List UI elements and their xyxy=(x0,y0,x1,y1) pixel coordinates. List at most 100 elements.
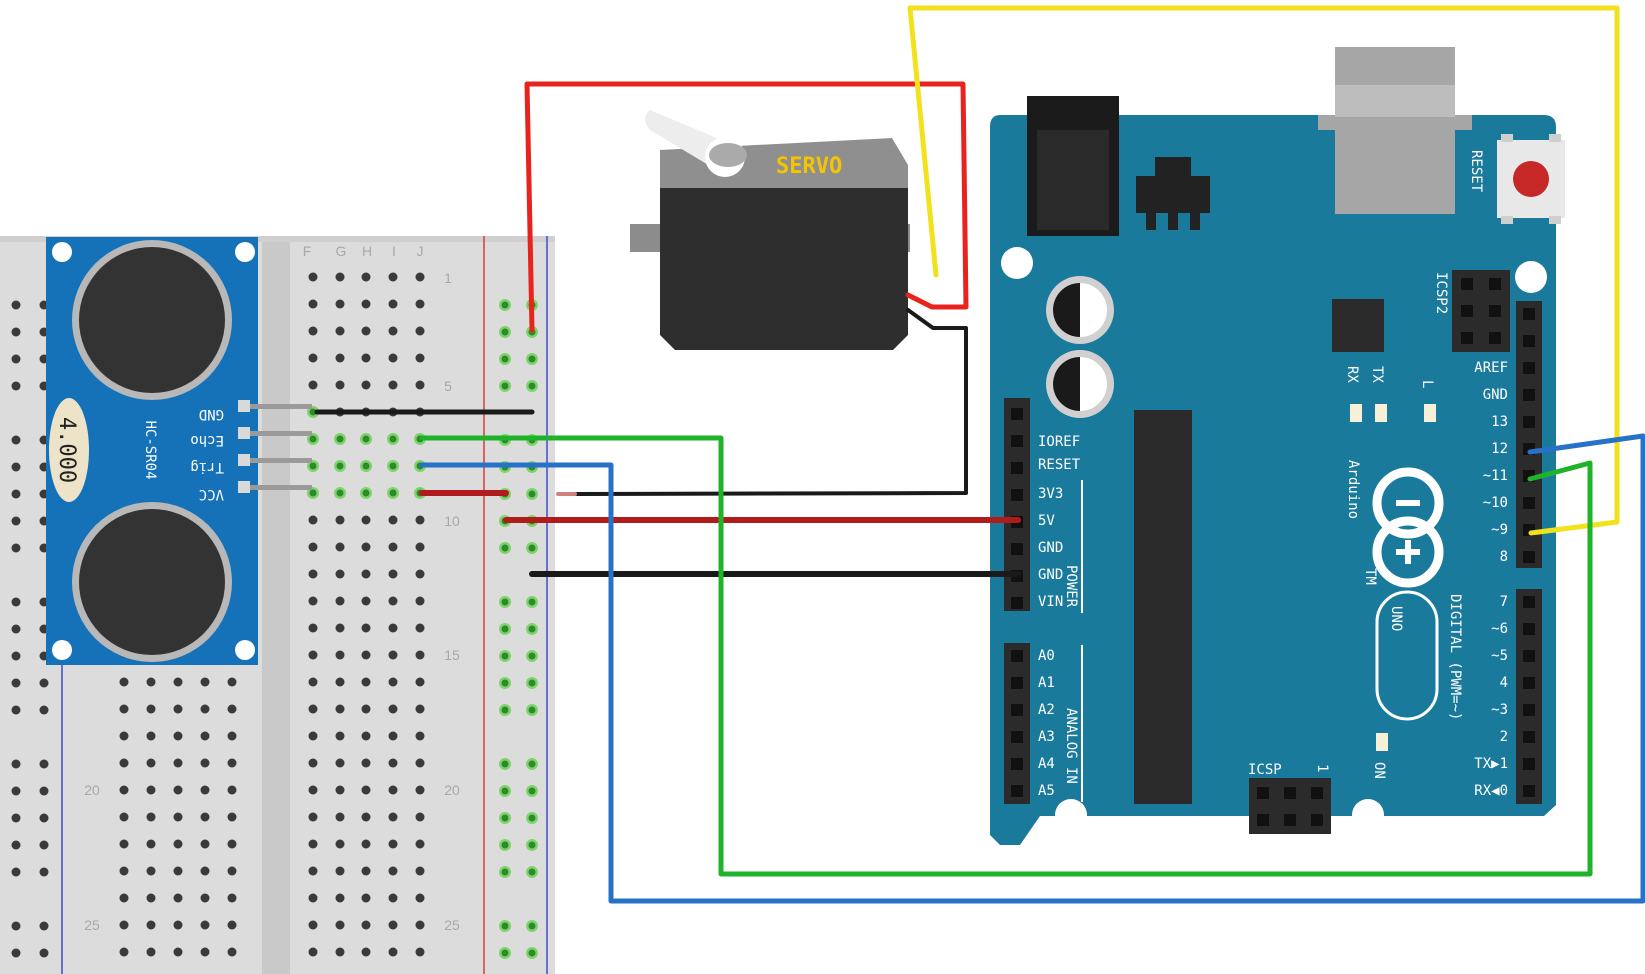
breadboard-hole-center xyxy=(528,598,536,606)
breadboard-hole xyxy=(361,677,371,687)
breadboard-hole-center xyxy=(528,679,536,687)
breadboard-hole-center xyxy=(528,760,536,768)
breadboard-hole xyxy=(308,812,318,822)
header-pin xyxy=(1011,677,1023,689)
breadboard-hole xyxy=(227,920,237,930)
pin-label-2: 2 xyxy=(1500,729,1508,745)
breadboard-hole xyxy=(361,650,371,660)
breadboard-hole xyxy=(415,623,425,633)
reset-label: RESET xyxy=(1468,150,1484,193)
wire-black-servo-ground xyxy=(573,308,968,496)
breadboard-hole-center xyxy=(501,355,509,363)
breadboard-hole xyxy=(119,785,129,795)
breadboard-hole xyxy=(361,758,371,768)
breadboard-hole xyxy=(173,920,183,930)
breadboard-hole-center xyxy=(528,544,536,552)
breadboard-hole xyxy=(308,272,318,282)
pin-label-7: 7 xyxy=(1500,594,1508,610)
breadboard-hole xyxy=(308,353,318,363)
led-tx xyxy=(1375,404,1387,422)
breadboard-hole xyxy=(200,758,210,768)
breadboard-hole xyxy=(361,893,371,903)
header-pin xyxy=(1523,308,1535,320)
breadboard-hole xyxy=(200,866,210,876)
breadboard-hole xyxy=(308,623,318,633)
breadboard-hole-center xyxy=(501,328,509,336)
breadboard-hole-center xyxy=(528,355,536,363)
usb-port xyxy=(1335,47,1455,214)
breadboard-hole-center xyxy=(336,462,344,470)
breadboard-hole xyxy=(173,812,183,822)
servo-motor: SERVO xyxy=(630,110,910,350)
breadboard-hole xyxy=(415,326,425,336)
breadboard-hole xyxy=(200,812,210,822)
breadboard-hole xyxy=(200,920,210,930)
analog-header xyxy=(1004,643,1030,804)
breadboard-hole xyxy=(308,650,318,660)
breadboard-hole xyxy=(335,731,345,741)
row-number: 1 xyxy=(444,270,452,286)
breadboard-hole-center xyxy=(528,814,536,822)
header-pin xyxy=(1011,462,1023,474)
breadboard-hole xyxy=(308,380,318,390)
breadboard-hole xyxy=(335,839,345,849)
breadboard-hole xyxy=(308,569,318,579)
pin-label-11: ~11 xyxy=(1483,468,1508,484)
breadboard-hole-center xyxy=(389,489,397,497)
pin-label-gnd: GND xyxy=(1038,567,1063,583)
breadboard-hole-center xyxy=(501,652,509,660)
breadboard-hole-center xyxy=(501,625,509,633)
breadboard-hole xyxy=(335,542,345,552)
breadboard-hole xyxy=(119,812,129,822)
breadboard-hole xyxy=(415,866,425,876)
column-letter: I xyxy=(392,243,396,259)
breadboard-hole xyxy=(361,947,371,957)
breadboard-hole xyxy=(361,623,371,633)
analog-title: ANALOG IN xyxy=(1063,708,1079,784)
breadboard-hole xyxy=(146,947,156,957)
breadboard-hole xyxy=(415,893,425,903)
pin-label-vin: VIN xyxy=(1038,594,1063,610)
pin-label-a1: A1 xyxy=(1038,675,1055,691)
power-pin-labels: IOREF RESET 3V3 5V GND GND VIN POWER xyxy=(1038,434,1083,613)
breadboard-hole xyxy=(173,839,183,849)
l-label: L xyxy=(1419,380,1435,388)
breadboard-hole xyxy=(388,272,398,282)
breadboard-hole xyxy=(200,947,210,957)
led-l xyxy=(1424,404,1436,422)
breadboard-hole-center xyxy=(528,949,536,957)
breadboard-hole xyxy=(119,677,129,687)
row-numbers: 1 5 10 15 20 25 20 25 xyxy=(84,270,460,933)
breadboard-hole xyxy=(388,380,398,390)
pin-label-6: ~6 xyxy=(1491,621,1508,637)
header-pin xyxy=(1284,787,1296,799)
breadboard-hole xyxy=(11,759,21,769)
uno-badge xyxy=(1375,590,1439,721)
reset-button[interactable] xyxy=(1497,134,1565,224)
breadboard-hole xyxy=(173,731,183,741)
breadboard-hole xyxy=(119,839,129,849)
breadboard-hole xyxy=(11,300,21,310)
breadboard-hole xyxy=(415,542,425,552)
breadboard-hole-center xyxy=(309,408,317,416)
header-pin xyxy=(1523,335,1535,347)
header-pin xyxy=(1011,489,1023,501)
header-pin xyxy=(1523,650,1535,662)
breadboard-hole xyxy=(227,758,237,768)
mount-hole xyxy=(52,242,72,262)
board-hole xyxy=(1515,261,1547,293)
ultrasonic-sensor: 4.000 HC-SR04 GND Echo Trig VCC xyxy=(46,237,312,665)
breadboard-hole-center xyxy=(389,435,397,443)
breadboard-hole xyxy=(308,542,318,552)
breadboard-hole xyxy=(335,758,345,768)
breadboard-hole xyxy=(11,327,21,337)
breadboard-hole xyxy=(335,812,345,822)
breadboard-hole xyxy=(11,435,21,445)
breadboard-hole xyxy=(388,839,398,849)
pin-label-aref: AREF xyxy=(1474,360,1508,376)
sensor-model: HC-SR04 xyxy=(142,420,158,479)
sensor-pin-echo: Echo xyxy=(190,432,224,448)
breadboard-hole xyxy=(146,731,156,741)
breadboard-hole-center xyxy=(528,625,536,633)
header-pin xyxy=(1311,787,1323,799)
